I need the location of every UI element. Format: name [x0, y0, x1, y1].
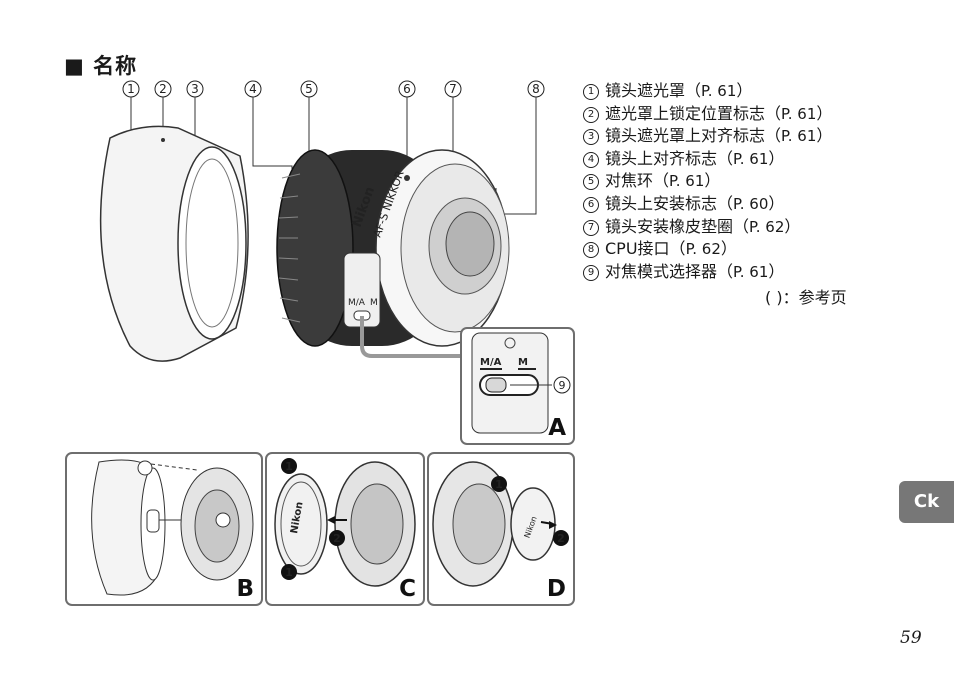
- part-page-ref[interactable]: P. 61: [781, 127, 817, 146]
- part-label: 对焦环: [605, 171, 654, 191]
- part-page-ref[interactable]: P. 61: [669, 172, 705, 191]
- part-label: 镜头上安装标志: [605, 193, 718, 213]
- front-cap-drawing: Nikon 1 1 2: [274, 458, 416, 587]
- panel-d: 1 Nikon 2 D: [427, 452, 575, 606]
- part-page-ref[interactable]: P. 61: [733, 262, 769, 281]
- svg-text:4: 4: [249, 82, 257, 96]
- callout-7: 7: [444, 80, 462, 98]
- panel-c: Nikon 1 1 2 C: [265, 452, 425, 606]
- part-page-ref[interactable]: P. 62: [685, 240, 721, 259]
- svg-text:M/A: M/A: [480, 357, 502, 368]
- part-number: 1: [583, 84, 599, 100]
- part-page-ref[interactable]: P. 61: [701, 82, 737, 100]
- heading-title: 名称: [93, 54, 138, 78]
- callout-3: 3: [186, 80, 204, 98]
- svg-text:1: 1: [285, 460, 293, 473]
- part-label: 对焦模式选择器: [605, 261, 718, 281]
- svg-text:2: 2: [557, 532, 565, 545]
- svg-text:5: 5: [305, 82, 313, 96]
- part-page-ref[interactable]: P. 62: [749, 217, 785, 236]
- hood-alignment-drawing: [91, 459, 254, 596]
- panel-d-label: D: [546, 576, 566, 602]
- part-label: 镜头安装橡皮垫圈: [605, 216, 734, 236]
- part-page-ref[interactable]: P. 61: [733, 149, 769, 168]
- lens-body-drawing: Nikon AF-S NIKKOR M/A M: [276, 149, 510, 367]
- svg-text:8: 8: [532, 82, 540, 96]
- lens-parts-figure: 1 2 3 4 5 6 7 8 N: [99, 80, 545, 367]
- focus-switch-detail: M/A M 9: [471, 332, 571, 434]
- panel-a: M/A M 9 A: [460, 327, 575, 445]
- part-label: 镜头遮光罩: [605, 81, 686, 100]
- page-number: 59: [900, 628, 922, 648]
- panel-b: B: [65, 452, 263, 606]
- svg-text:1: 1: [285, 566, 293, 579]
- callout-2: 2: [154, 80, 172, 98]
- rear-cap-drawing: 1 Nikon 2: [432, 461, 569, 587]
- section-heading: ■ 名称: [64, 50, 137, 80]
- svg-text:6: 6: [403, 82, 411, 96]
- panel-a-label: A: [548, 415, 566, 441]
- svg-text:7: 7: [449, 82, 457, 96]
- language-tab[interactable]: Ck: [899, 481, 954, 523]
- part-number: 5: [583, 174, 599, 191]
- svg-text:3: 3: [191, 82, 199, 96]
- part-page-ref[interactable]: P. 60: [733, 194, 769, 213]
- part-number: 9: [583, 264, 599, 281]
- svg-text:M/A: M/A: [348, 298, 366, 308]
- svg-text:M: M: [518, 357, 528, 368]
- part-label: 遮光罩上锁定位置标志: [605, 103, 766, 123]
- part-number: 4: [583, 151, 599, 168]
- reference-legend: ( )：参考页: [765, 288, 847, 307]
- part-page-ref[interactable]: P. 61: [781, 104, 817, 123]
- panel-c-label: C: [399, 576, 416, 602]
- callout-5: 5: [300, 80, 318, 98]
- callout-8: 8: [527, 80, 545, 98]
- callout-6: 6: [398, 80, 416, 98]
- part-number: 3: [583, 129, 599, 146]
- svg-text:1: 1: [127, 82, 135, 96]
- part-number: 8: [583, 242, 599, 259]
- svg-text:1: 1: [495, 478, 503, 491]
- callout-4: 4: [244, 80, 262, 98]
- part-number: 7: [583, 219, 599, 236]
- svg-text:2: 2: [159, 82, 167, 96]
- part-label: CPU接口: [605, 239, 670, 259]
- svg-text:M: M: [370, 298, 378, 308]
- heading-bullet: ■: [64, 54, 85, 78]
- svg-text:2: 2: [333, 532, 341, 545]
- part-number: 6: [583, 196, 599, 213]
- lens-hood-drawing: [99, 125, 249, 362]
- svg-text:9: 9: [559, 379, 566, 392]
- callout-1: 1: [122, 80, 140, 98]
- part-label: 镜头上对齐标志: [605, 148, 718, 168]
- panel-b-label: B: [236, 576, 254, 602]
- part-number: 2: [583, 106, 599, 123]
- part-label: 镜头遮光罩上对齐标志: [605, 126, 766, 146]
